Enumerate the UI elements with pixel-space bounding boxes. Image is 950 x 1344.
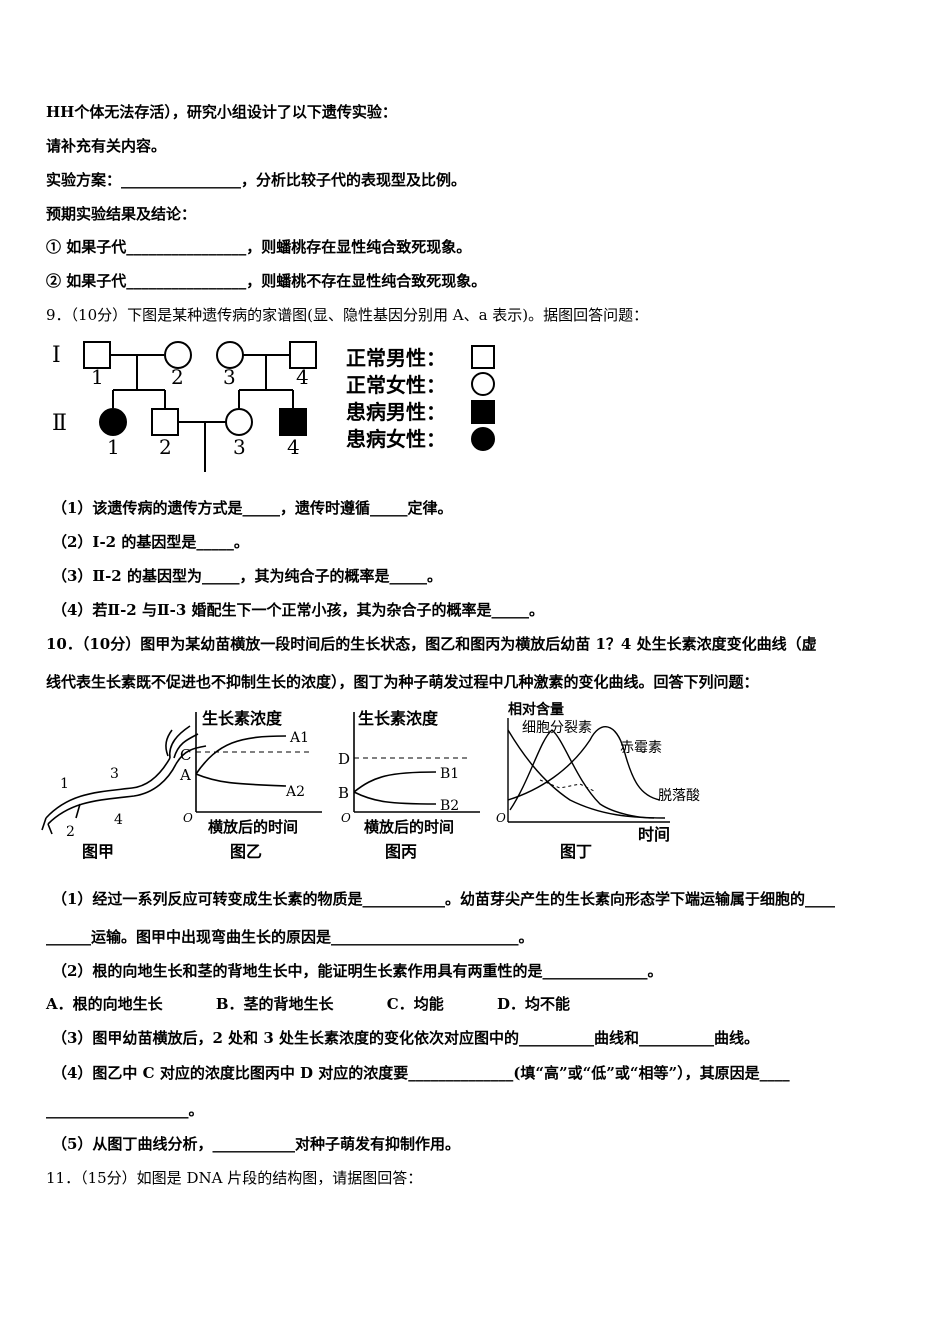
legend-affected-female: 患病女性：	[346, 427, 446, 451]
gen2-num-3: 3	[233, 435, 246, 459]
caption-jia: 图甲	[82, 842, 114, 861]
gen1-num-2: 2	[171, 365, 184, 389]
gen2-affected-female-1	[99, 408, 127, 436]
curve-B2	[353, 791, 437, 805]
legend-filled-square-icon	[471, 400, 495, 424]
text-line-2: 请补充有关内容。	[46, 137, 167, 155]
curve-gibberellin	[507, 726, 661, 801]
q10-options: A．根的向地生长 B．茎的背地生长 C．均能 D．均不能	[46, 994, 618, 1014]
figure-jia: 1 2 3 4 图甲	[41, 725, 207, 861]
q10-part-2: （2）根的向地生长和茎的背地生长中，能证明生长素作用具有两重性的是_______…	[52, 962, 663, 980]
experiment-plan: 实验方案：________________，分析比较子代的表现型及比例。	[46, 171, 467, 189]
q10-figures: 1 2 3 4 图甲 生长素浓度 C A A1 A2 O 横放后的时间 图乙 生…	[41, 701, 700, 861]
svg-text:O: O	[183, 811, 193, 825]
svg-text:O: O	[341, 811, 351, 825]
gen2-num-4: 4	[287, 435, 300, 459]
gen2-female-3	[225, 408, 253, 436]
legend-filled-circle-icon	[471, 427, 495, 451]
svg-text:B1: B1	[440, 766, 459, 782]
gen2-affected-male-4	[279, 408, 307, 436]
question-10-line-1: 10．（10分）图甲为某幼苗横放一段时间后的生长状态，图乙和图丙为横放后幼苗 1…	[46, 635, 817, 653]
figure-bing: 生长素浓度 D B B1 B2 O 横放后的时间 图丙	[338, 709, 480, 861]
q10-part-1-line-2: ______运输。图甲中出现弯曲生长的原因是__________________…	[46, 928, 534, 946]
q10-part-5: （5）从图丁曲线分析，___________对种子萌发有抑制作用。	[52, 1135, 460, 1153]
svg-text:生长素浓度: 生长素浓度	[202, 709, 283, 728]
svg-text:4: 4	[114, 812, 123, 828]
svg-text:1: 1	[60, 776, 69, 792]
gen1-female-2	[164, 341, 192, 369]
svg-text:D: D	[338, 750, 350, 768]
legend-square-icon	[471, 345, 495, 369]
curve-abscisic-acid	[507, 729, 666, 819]
curve-cytokinin	[509, 729, 655, 819]
generation-1-label: Ⅰ	[52, 343, 61, 368]
q9-part-3: （3）Ⅱ-2 的基因型为_____，其为纯合子的概率是_____。	[52, 567, 442, 585]
svg-text:相对含量: 相对含量	[508, 701, 564, 718]
gen1-num-4: 4	[296, 365, 309, 389]
legend-normal-male: 正常男性：	[346, 346, 446, 370]
q10-part-3: （3）图甲幼苗横放后，2 处和 3 处生长素浓度的变化依次对应图中的______…	[52, 1029, 759, 1047]
gen2-num-2: 2	[159, 435, 172, 459]
q9-part-2: （2）Ⅰ-2 的基因型是_____。	[52, 533, 249, 551]
question-9-title: 9．（10分）下图是某种遗传病的家谱图(显、隐性基因分别用 A、a 表示)。据图…	[46, 306, 649, 324]
svg-text:B2: B2	[440, 798, 459, 814]
svg-text:细胞分裂素: 细胞分裂素	[522, 720, 592, 736]
svg-text:3: 3	[110, 766, 119, 782]
q9-part-4: （4）若Ⅱ-2 与Ⅱ-3 婚配生下一个正常小孩，其为杂合子的概率是_____。	[52, 601, 544, 619]
curve-B1	[353, 771, 437, 793]
svg-text:B: B	[338, 784, 349, 802]
figure-ding: 相对含量 细胞分裂素 赤霉素 脱落酸 O 时间 图丁	[496, 701, 700, 861]
curve-A2	[195, 773, 287, 787]
svg-text:A2: A2	[285, 784, 305, 800]
legend-circle-icon	[471, 372, 495, 396]
pedigree-chart: Ⅰ Ⅱ 1 2 3 4 1 2 3 4 正常男性： 正常女性：	[52, 341, 495, 472]
svg-text:横放后的时间: 横放后的时间	[364, 818, 454, 836]
svg-text:脱落酸: 脱落酸	[658, 788, 700, 804]
gen1-male-1	[83, 341, 111, 369]
q9-part-1: （1）该遗传病的遗传方式是_____，遗传时遵循_____定律。	[52, 499, 453, 517]
svg-text:A1: A1	[289, 730, 309, 746]
generation-2-label: Ⅱ	[52, 411, 67, 436]
legend-normal-female: 正常女性：	[346, 373, 446, 397]
gen1-num-1: 1	[91, 365, 104, 389]
gen2-num-1: 1	[107, 435, 120, 459]
svg-text:C: C	[180, 746, 191, 764]
legend-affected-male: 患病男性：	[346, 400, 446, 424]
question-11-title: 11．（15分）如图是 DNA 片段的结构图，请据图回答：	[46, 1169, 423, 1187]
expected-results-heading: 预期实验结果及结论：	[46, 205, 197, 223]
curve-A1	[195, 735, 287, 775]
q10-part-4-line-2: ___________________。	[46, 1101, 204, 1119]
svg-text:生长素浓度: 生长素浓度	[358, 709, 439, 728]
svg-text:赤霉素: 赤霉素	[620, 740, 662, 756]
svg-text:2: 2	[66, 824, 75, 840]
option-b: B．茎的背地生长	[215, 995, 334, 1013]
result-2: ② 如果子代________________，则蟠桃不存在显性纯合致死现象。	[46, 272, 487, 290]
figure-yi: 生长素浓度 C A A1 A2 O 横放后的时间 图乙	[179, 709, 322, 861]
q10-part-1-line-1: （1）经过一系列反应可转变成生长素的物质是___________。幼苗芽尖产生的…	[52, 890, 835, 908]
caption-yi: 图乙	[230, 842, 262, 861]
result-1: ① 如果子代________________，则蟠桃存在显性纯合致死现象。	[46, 238, 472, 256]
svg-text:A: A	[179, 766, 191, 784]
option-c: C．均能	[386, 995, 444, 1013]
option-d: D．均不能	[496, 995, 570, 1013]
gen1-num-3: 3	[223, 365, 236, 389]
svg-text:O: O	[496, 811, 506, 825]
gen2-male-2	[151, 408, 179, 436]
question-10-line-2: 线代表生长素既不促进也不抑制生长的浓度），图丁为种子萌发过程中几种激素的变化曲线…	[46, 673, 759, 691]
gen1-male-4	[289, 341, 317, 369]
svg-text:时间: 时间	[638, 825, 670, 844]
option-a: A．根的向地生长	[46, 995, 163, 1013]
q10-part-4-line-1: （4）图乙中 C 对应的浓度比图丙中 D 对应的浓度要_____________…	[52, 1064, 790, 1082]
caption-ding: 图丁	[560, 842, 592, 861]
svg-text:横放后的时间: 横放后的时间	[208, 818, 298, 836]
caption-bing: 图丙	[385, 842, 417, 861]
text-line-1: HH个体无法存活），研究小组设计了以下遗传实验：	[46, 103, 397, 121]
